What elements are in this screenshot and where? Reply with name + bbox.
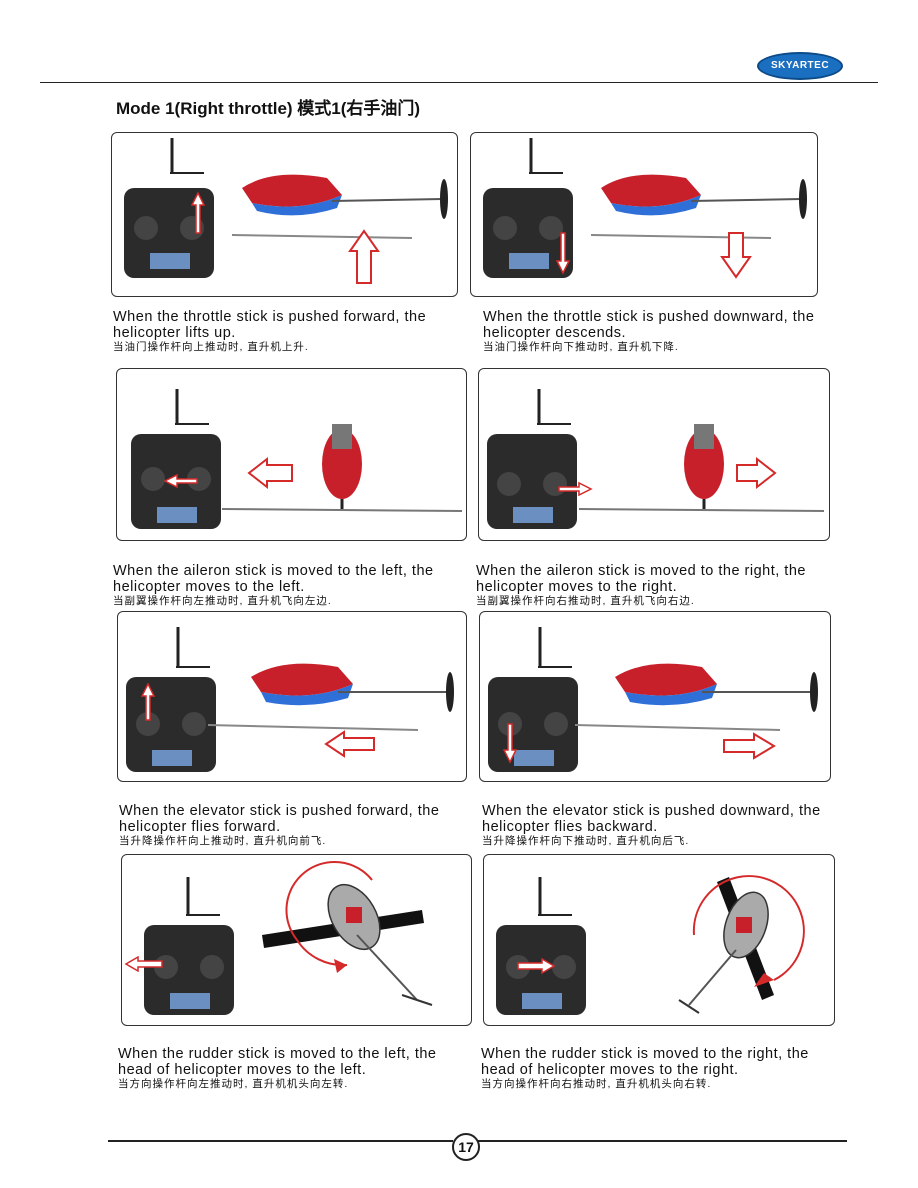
transmitter — [131, 389, 221, 529]
rudder-left-illustration — [124, 861, 433, 1015]
throttle-down-illustration — [483, 138, 807, 279]
throttle-up-illustration — [124, 138, 448, 284]
transmitter — [144, 877, 234, 1015]
stick-arrow-right — [517, 957, 556, 975]
transmitter — [124, 138, 214, 278]
rotation-arrowhead — [334, 959, 347, 973]
panel-aileron-left — [116, 368, 467, 541]
rotation-arc — [692, 875, 805, 981]
stick-arrow-up — [140, 682, 156, 721]
caption-en-2: helicopter flies forward. — [119, 819, 281, 835]
caption-en-1: When the throttle stick is pushed forwar… — [113, 309, 427, 325]
caption-aileron-left: When the aileron stick is moved to the l… — [113, 563, 434, 608]
helicopter-side — [231, 174, 448, 239]
helicopter-side — [590, 174, 807, 239]
caption-cn: 当油门操作杆向上推动时, 直升机上升. — [113, 341, 309, 353]
panel-rudder-left — [121, 854, 472, 1026]
helicopter-side — [207, 663, 454, 731]
caption-cn: 当升降操作杆向下推动时, 直升机向后飞. — [482, 835, 690, 847]
stick-arrow-up — [190, 191, 206, 234]
caption-en-2: head of helicopter moves to the left. — [118, 1062, 367, 1078]
caption-en-1: When the aileron stick is moved to the r… — [476, 563, 806, 579]
stick-arrow-down — [502, 723, 518, 764]
caption-rudder-left: When the rudder stick is moved to the le… — [118, 1046, 436, 1091]
caption-en-2: helicopter moves to the right. — [476, 579, 678, 595]
caption-en-1: When the throttle stick is pushed downwa… — [483, 309, 815, 325]
caption-cn: 当副翼操作杆向左推动时, 直升机飞向左边. — [113, 595, 332, 607]
transmitter — [126, 627, 216, 772]
caption-throttle-down: When the throttle stick is pushed downwa… — [483, 309, 814, 354]
stick-arrow-left — [124, 955, 163, 973]
caption-en-1: When the aileron stick is moved to the l… — [113, 563, 434, 579]
stick-arrow-left — [163, 473, 198, 489]
aileron-right-illustration — [487, 389, 825, 529]
caption-cn: 当方向操作杆向左推动时, 直升机机头向左转. — [118, 1078, 349, 1090]
transmitter — [483, 138, 573, 278]
caption-cn: 当副翼操作杆向右推动时, 直升机飞向右边. — [476, 595, 695, 607]
panel-aileron-right — [478, 368, 830, 541]
brand-logo: SKYARTEC — [757, 52, 843, 80]
caption-aileron-right: When the aileron stick is moved to the r… — [476, 563, 806, 608]
footer-rule-left — [108, 1140, 453, 1142]
caption-en-1: When the elevator stick is pushed downwa… — [482, 803, 821, 819]
caption-en-1: When the rudder stick is moved to the le… — [118, 1046, 437, 1062]
page-number: 17 — [452, 1133, 480, 1161]
elevator-forward-illustration — [126, 627, 454, 772]
helicopter-side — [574, 663, 818, 731]
caption-elevator-backward: When the elevator stick is pushed downwa… — [482, 803, 821, 848]
stick-arrow-down — [555, 232, 571, 275]
elevator-backward-illustration — [488, 627, 818, 772]
arrow-left-large — [324, 730, 375, 758]
aileron-left-illustration — [131, 389, 463, 529]
helicopter-top — [262, 884, 433, 1006]
helicopter-front — [578, 424, 825, 512]
helicopter-top — [678, 877, 774, 1014]
caption-en-1: When the rudder stick is moved to the ri… — [481, 1046, 809, 1062]
caption-cn: 当升降操作杆向上推动时, 直升机向前飞. — [119, 835, 327, 847]
caption-en-2: helicopter descends. — [483, 325, 626, 341]
header-rule — [40, 82, 878, 83]
arrow-up-large — [348, 229, 380, 284]
caption-en-2: helicopter flies backward. — [482, 819, 658, 835]
caption-rudder-right: When the rudder stick is moved to the ri… — [481, 1046, 809, 1091]
arrow-right-large — [723, 732, 776, 760]
caption-cn: 当油门操作杆向下推动时, 直升机下降. — [483, 341, 679, 353]
caption-throttle-up: When the throttle stick is pushed forwar… — [113, 309, 426, 354]
panel-elevator-forward — [117, 611, 467, 782]
transmitter — [496, 877, 586, 1015]
rotation-arrowhead — [754, 973, 774, 987]
transmitter — [488, 627, 578, 772]
arrow-right-large — [736, 456, 777, 490]
panel-elevator-backward — [479, 611, 831, 782]
caption-en-1: When the elevator stick is pushed forwar… — [119, 803, 440, 819]
rudder-right-illustration — [496, 875, 805, 1015]
caption-cn: 当方向操作杆向右推动时, 直升机机头向右转. — [481, 1078, 712, 1090]
panel-throttle-up — [111, 132, 458, 297]
helicopter-front — [221, 424, 463, 512]
footer-rule-right — [477, 1140, 847, 1142]
caption-en-2: head of helicopter moves to the right. — [481, 1062, 739, 1078]
arrow-down-large — [720, 232, 752, 279]
panel-throttle-down — [470, 132, 818, 297]
page-title: Mode 1(Right throttle) 模式1(右手油门) — [116, 99, 421, 118]
caption-en-2: helicopter moves to the left. — [113, 579, 305, 595]
arrow-left-large — [247, 456, 293, 490]
stick-arrow-right — [558, 481, 593, 497]
caption-en-2: helicopter lifts up. — [113, 325, 236, 341]
panel-rudder-right — [483, 854, 835, 1026]
transmitter — [487, 389, 577, 529]
caption-elevator-forward: When the elevator stick is pushed forwar… — [119, 803, 439, 848]
